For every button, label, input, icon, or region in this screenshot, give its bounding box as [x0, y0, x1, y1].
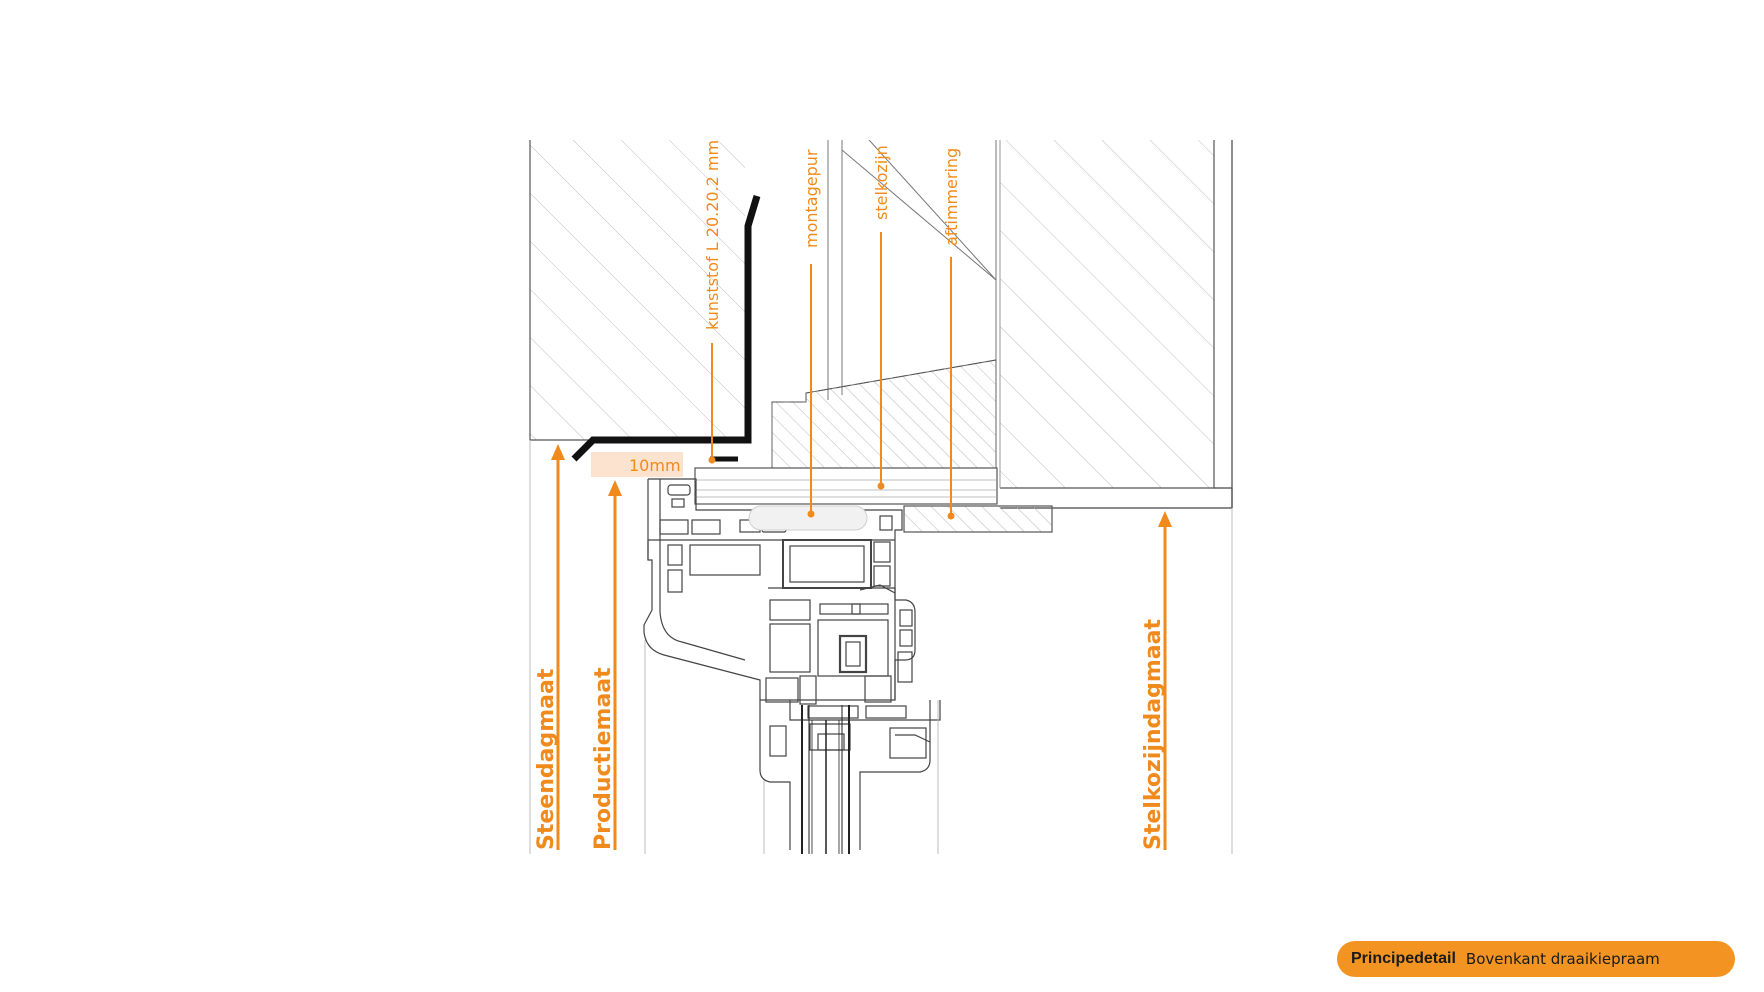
caption-subtitle: Bovenkant draaikiepraam [1465, 950, 1660, 968]
stelkozijn-frame [694, 467, 998, 505]
masonry-wall-left [529, 140, 745, 441]
inner-wall-right [999, 140, 1233, 509]
caption-title: Principedetail [1351, 950, 1456, 967]
gap-highlight [591, 452, 683, 477]
dimension-stelkozijndagmaat: Stelkozijndagmaat [1141, 619, 1166, 850]
dimension-steendagmaat: Steendagmaat [534, 668, 559, 850]
label-aftimmering: aftimmering [942, 148, 961, 246]
label-kunststof: kunststof L 20.20.2 mm [703, 140, 722, 330]
window-frame-profile [643, 478, 941, 850]
glazing [801, 705, 850, 854]
label-gap-10mm: 10mm [629, 456, 681, 475]
caption-badge: Principedetail Bovenkant draaikiepraam [1337, 941, 1735, 977]
aftimmering-board [903, 505, 1053, 533]
lintel-block [771, 359, 997, 469]
label-leaders [708, 232, 955, 520]
reference-lines [529, 440, 1233, 854]
montagepur-foam [748, 505, 868, 531]
dimension-arrows [551, 444, 1172, 850]
dimension-productiemaat: Productiemaat [591, 667, 616, 850]
label-montagepur: montagepur [802, 149, 821, 248]
label-stelkozijn: stelkozijn [872, 145, 891, 220]
